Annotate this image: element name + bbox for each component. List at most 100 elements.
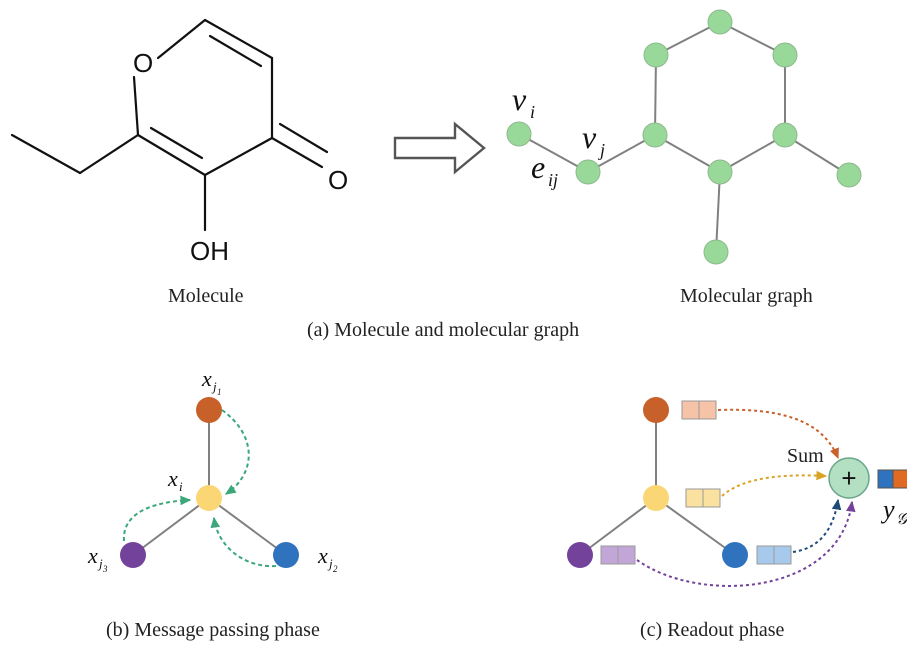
readout-graph — [567, 397, 748, 568]
node-j3 — [120, 542, 146, 568]
graph-edge — [654, 54, 657, 136]
caption-panel-b: (b) Message passing phase — [106, 619, 320, 641]
feature-vector-purple — [600, 545, 636, 565]
vector-cell — [702, 488, 721, 508]
graph-node — [506, 121, 532, 147]
molecular-graph — [506, 9, 862, 265]
graph-node — [575, 159, 601, 185]
caption-molecule: Molecule — [168, 285, 244, 307]
readout-arrow-orange — [717, 408, 839, 460]
readout-arrow-yellow — [721, 470, 828, 497]
label-eij: e ij — [531, 149, 558, 190]
label-vi-sub: i — [530, 102, 535, 122]
bond-c2-ethyl — [78, 133, 140, 175]
atom-carbonyl-oxygen: O — [328, 165, 348, 195]
label-eij-sub: ij — [548, 170, 558, 190]
sum-label: Sum — [787, 445, 824, 467]
label-xj1-main: x — [201, 366, 212, 391]
node-blue — [722, 542, 748, 568]
bond-c4-o-carbonyl — [270, 136, 324, 169]
message-arrow-j1 — [221, 409, 250, 495]
label-vi: v i — [512, 81, 535, 122]
node-j2 — [273, 542, 299, 568]
graph-edge — [587, 134, 656, 173]
label-xj3: x j 3 — [87, 543, 108, 574]
feature-vector-blue — [756, 545, 792, 565]
label-xj3-sub: j — [97, 556, 103, 571]
output-label-main: y — [880, 495, 895, 524]
caption-panel-a: (a) Molecule and molecular graph — [307, 319, 579, 341]
label-xi: x i — [167, 466, 183, 494]
graph-edge — [784, 134, 850, 176]
hollow-right-arrow-icon — [393, 121, 486, 175]
label-xj2: x j 2 — [317, 543, 338, 574]
node-i — [196, 485, 222, 511]
graph-node — [772, 42, 798, 68]
label-vj-sub: j — [598, 140, 605, 160]
sum-node — [828, 457, 870, 499]
label-vj: v j — [582, 119, 605, 160]
label-vi-main: v — [512, 81, 527, 117]
atom-hydroxyl: OH — [190, 236, 229, 266]
message-arrow-j2 — [210, 516, 277, 568]
plus-icon: + — [841, 463, 856, 493]
bond-c4-c3 — [203, 136, 274, 177]
bond-c6-c5-inner — [208, 34, 263, 68]
caption-panel-c: (c) Readout phase — [640, 619, 785, 641]
label-xj1-sub: j — [211, 379, 217, 394]
node-yellow — [643, 485, 669, 511]
output-label-sub: 𝒢 — [896, 511, 907, 528]
readout-arrow-blue — [792, 498, 842, 553]
node-orange — [643, 397, 669, 423]
label-xj1: x j 1 — [201, 366, 222, 397]
star-edge — [132, 497, 210, 556]
star-edge — [655, 497, 736, 556]
output-cell-blue — [877, 469, 894, 489]
graph-node — [707, 159, 733, 185]
graph-node — [703, 239, 729, 265]
star-edge — [579, 497, 657, 556]
label-xj2-main: x — [317, 543, 328, 568]
readout-arrow-purple — [636, 500, 856, 587]
star-edge — [208, 497, 287, 556]
label-xj2-sub: j — [327, 556, 333, 571]
bond-c3-c2-inner — [149, 126, 204, 160]
label-xj3-subsub: 3 — [102, 564, 108, 574]
caption-molecular-graph: Molecular graph — [680, 285, 813, 307]
vector-cell — [617, 545, 636, 565]
graph-node — [836, 162, 862, 188]
vector-cell — [600, 545, 619, 565]
bond-ethyl-methyl — [10, 133, 82, 175]
vector-cell — [698, 400, 717, 420]
graph-node — [772, 122, 798, 148]
vector-cell — [685, 488, 704, 508]
message-passing-graph — [120, 397, 299, 568]
graph-edge — [715, 171, 721, 253]
bond-c3-c2 — [136, 133, 207, 177]
feature-vector-orange — [681, 400, 717, 420]
output-vector — [877, 469, 907, 489]
label-xj1-subsub: 1 — [217, 387, 222, 397]
node-purple — [567, 542, 593, 568]
output-cell-orange — [892, 469, 907, 489]
label-xi-main: x — [167, 466, 178, 491]
graph-node — [643, 42, 669, 68]
bond-o-c6 — [156, 18, 207, 60]
bond-c6-c5 — [203, 18, 274, 60]
message-arrow-j3 — [122, 495, 192, 542]
bond-o-c2 — [132, 75, 140, 137]
output-label: y 𝒢 — [880, 495, 907, 528]
graph-node — [642, 122, 668, 148]
label-eij-main: e — [531, 149, 545, 185]
node-j1 — [196, 397, 222, 423]
vector-cell — [681, 400, 700, 420]
graph-edge — [518, 133, 589, 173]
label-xj2-subsub: 2 — [333, 564, 338, 574]
vector-cell — [773, 545, 792, 565]
molecule-structure: O O OH — [10, 18, 348, 266]
label-xi-sub: i — [179, 479, 183, 494]
bond-c4-o-carbonyl-double — [278, 122, 329, 154]
label-xj3-main: x — [87, 543, 98, 568]
atom-ring-oxygen: O — [133, 48, 153, 78]
